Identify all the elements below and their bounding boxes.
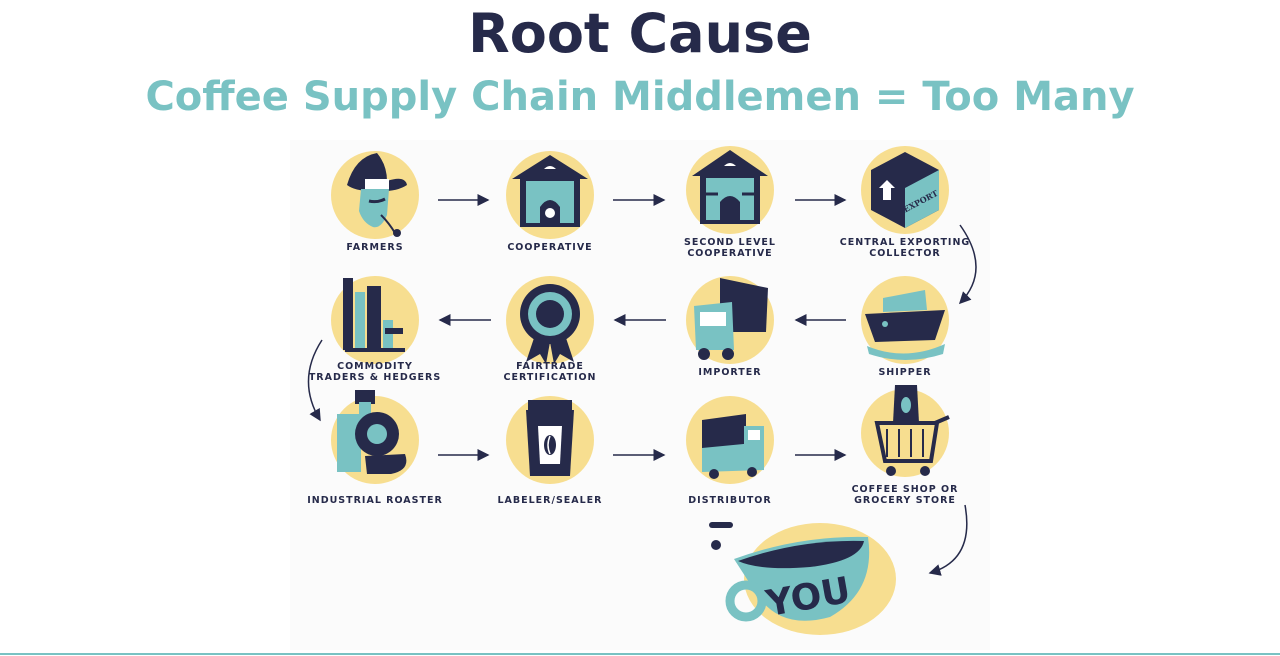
node-label-line: COOPERATIVE [507,242,593,253]
page-subtitle: Coffee Supply Chain Middlemen = Too Many [145,74,1135,120]
node-label-line: FAIRTRADE [516,361,584,372]
node-label-line: COLLECTOR [869,248,941,259]
cooperative-house-icon [506,151,594,239]
node-label-line: SHIPPER [878,367,932,378]
node-industrial-roaster: INDUSTRIAL ROASTER [285,390,465,520]
node-label-line: SECOND LEVEL [684,237,776,248]
node-label-line: COFFEE SHOP OR [851,484,959,495]
node-label-line: IMPORTER [698,367,762,378]
export-box-icon: EXPORT [861,146,949,234]
node-shipper: SHIPPER [815,270,995,400]
farmer-icon [331,151,419,239]
node-label-line: COOPERATIVE [687,248,773,259]
node-commodity-traders: COMMODITY TRADERS & HEDGERS [285,270,465,400]
shopping-cart-icon [861,385,950,477]
node-importer: IMPORTER [640,270,820,400]
coffee-cup-icon: YOU [709,522,896,635]
node-labeler-sealer: LABELER/SEALER [460,390,640,520]
node-label-line: DISTRIBUTOR [688,495,772,506]
node-coffee-shop-grocery: COFFEE SHOP OR GROCERY STORE [815,383,995,513]
final-you-cup: YOU [709,522,896,635]
node-second-level-cooperative: SECOND LEVEL COOPERATIVE [640,140,820,270]
node-label-line: LABELER/SEALER [497,495,603,506]
node-distributor: DISTRIBUTOR [640,390,820,520]
node-label-line: FARMERS [346,242,404,253]
node-farmers: FARMERS [285,145,465,275]
page-title: Root Cause [468,2,812,65]
truck-icon [686,276,774,364]
bottom-divider [0,653,1280,655]
node-label-line: GROCERY STORE [854,495,956,506]
node-label-line: COMMODITY [337,361,413,372]
node-cooperative: COOPERATIVE [460,145,640,275]
second-level-cooperative-icon [686,146,774,234]
node-label-line: TRADERS & HEDGERS [308,372,442,383]
delivery-truck-icon [686,396,774,484]
certification-rosette-icon [506,276,594,364]
node-label-line: CENTRAL EXPORTING [839,237,971,248]
node-label-line: CERTIFICATION [503,372,597,383]
node-central-exporting-collector: EXPORT CENTRAL EXPORTING COLLECTOR [815,140,995,270]
coffee-bag-icon [506,396,594,484]
roaster-machine-icon [331,390,419,484]
node-label-line: INDUSTRIAL ROASTER [307,495,443,506]
ship-icon [861,276,949,364]
buildings-icon [331,276,419,364]
node-fairtrade-certification: FAIRTRADE CERTIFICATION [460,270,640,400]
